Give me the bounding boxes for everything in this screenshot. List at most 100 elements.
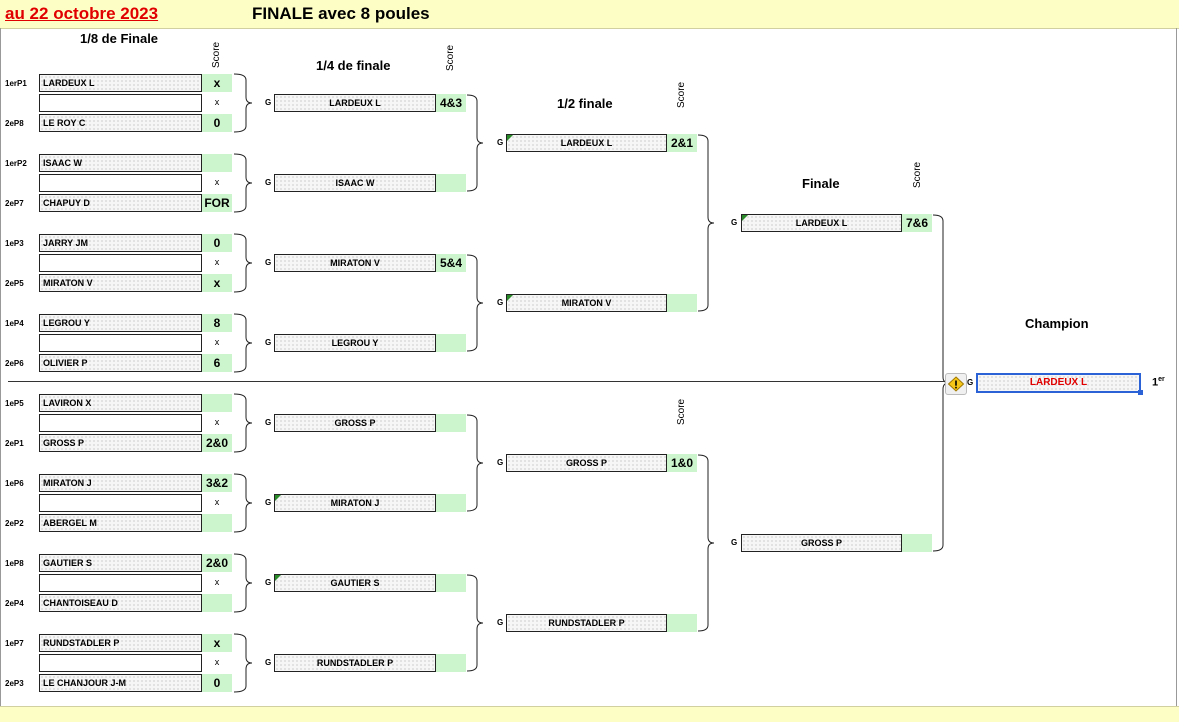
score-cell[interactable] <box>902 534 932 552</box>
score-cell[interactable]: 2&0 <box>202 554 232 572</box>
player-name-cell[interactable]: MIRATON J <box>39 474 202 492</box>
g-label: G <box>497 618 504 627</box>
score-cell[interactable] <box>436 334 466 352</box>
bracket-connector <box>233 153 253 213</box>
seed-label: 1eP5 <box>5 399 24 408</box>
warning-button[interactable] <box>945 373 967 395</box>
player-name-cell[interactable]: JARRY JM <box>39 234 202 252</box>
score-cell[interactable]: 1&0 <box>667 454 697 472</box>
score-cell[interactable]: 6 <box>202 354 232 372</box>
score-cell[interactable]: x <box>202 274 232 292</box>
bracket-connector <box>466 414 484 512</box>
empty-row-cell <box>39 174 202 192</box>
player-name-cell[interactable]: GROSS P <box>741 534 902 552</box>
section-divider <box>8 381 958 382</box>
seed-label: 2eP8 <box>5 119 24 128</box>
player-name-cell[interactable]: CHANTOISEAU D <box>39 594 202 612</box>
seed-label: 2eP2 <box>5 519 24 528</box>
round-title-r16: 1/8 de Finale <box>80 31 159 46</box>
round-title-qf: 1/4 de finale <box>316 58 391 73</box>
score-cell[interactable]: 0 <box>202 114 232 132</box>
seed-label: 1eP3 <box>5 239 24 248</box>
player-name-cell[interactable]: MIRATON V <box>39 274 202 292</box>
player-name-cell[interactable]: ISAAC W <box>39 154 202 172</box>
vs-label: x <box>214 577 220 587</box>
player-name-cell[interactable]: ISAAC W <box>274 174 436 192</box>
seed-label: 1eP4 <box>5 319 24 328</box>
g-label: G <box>265 258 272 267</box>
score-cell[interactable] <box>436 494 466 512</box>
score-cell[interactable]: 2&0 <box>202 434 232 452</box>
score-cell[interactable]: 5&4 <box>436 254 466 272</box>
score-cell[interactable] <box>667 294 697 312</box>
player-name-cell[interactable]: CHAPUY D <box>39 194 202 212</box>
footer-bar <box>0 706 1179 722</box>
score-cell[interactable]: 0 <box>202 234 232 252</box>
player-name-cell[interactable]: LEGROU Y <box>274 334 436 352</box>
player-name-cell[interactable]: GAUTIER S <box>39 554 202 572</box>
player-name-cell[interactable]: LE ROY C <box>39 114 202 132</box>
score-cell[interactable]: x <box>202 634 232 652</box>
header-bar <box>0 0 1179 29</box>
score-cell[interactable] <box>436 414 466 432</box>
empty-row-cell <box>39 654 202 672</box>
score-cell[interactable] <box>202 594 232 612</box>
score-cell[interactable]: 7&6 <box>902 214 932 232</box>
player-name-cell[interactable]: LE CHANJOUR J-M <box>39 674 202 692</box>
player-name-cell[interactable]: LARDEUX L <box>506 134 667 152</box>
score-cell[interactable] <box>202 514 232 532</box>
bracket-connector <box>233 393 253 453</box>
player-name-cell[interactable]: ABERGEL M <box>39 514 202 532</box>
player-name-cell[interactable]: GROSS P <box>274 414 436 432</box>
bracket-connector <box>697 134 715 312</box>
player-name-cell[interactable]: GAUTIER S <box>274 574 436 592</box>
seed-label: 1eP6 <box>5 479 24 488</box>
player-name-cell[interactable]: MIRATON V <box>506 294 667 312</box>
score-cell[interactable]: 0 <box>202 674 232 692</box>
score-cell[interactable] <box>667 614 697 632</box>
player-name-cell[interactable]: LARDEUX L <box>741 214 902 232</box>
player-name-cell[interactable]: RUNDSTADLER P <box>506 614 667 632</box>
selection-handle[interactable] <box>1138 390 1143 395</box>
player-name-cell[interactable]: MIRATON J <box>274 494 436 512</box>
player-name-cell[interactable]: RUNDSTADLER P <box>274 654 436 672</box>
bracket-connector <box>233 473 253 533</box>
score-cell[interactable] <box>436 174 466 192</box>
player-name-cell[interactable]: GROSS P <box>39 434 202 452</box>
bracket-connector <box>233 313 253 373</box>
bracket-connector <box>466 254 484 352</box>
empty-row-cell <box>39 94 202 112</box>
seed-label: 1eP8 <box>5 559 24 568</box>
player-name-cell[interactable]: MIRATON V <box>274 254 436 272</box>
player-name-cell[interactable]: LARDEUX L <box>39 74 202 92</box>
sheet-frame <box>0 28 1177 706</box>
vs-label: x <box>214 177 220 187</box>
score-cell[interactable]: 3&2 <box>202 474 232 492</box>
player-name-cell[interactable]: GROSS P <box>506 454 667 472</box>
player-name-cell[interactable]: LAVIRON X <box>39 394 202 412</box>
score-cell[interactable] <box>436 654 466 672</box>
round-title-sf: 1/2 finale <box>557 96 613 111</box>
empty-row-cell <box>39 334 202 352</box>
score-cell[interactable] <box>202 394 232 412</box>
player-name-cell[interactable]: OLIVIER P <box>39 354 202 372</box>
score-cell[interactable] <box>202 154 232 172</box>
player-name-cell[interactable]: LARDEUX L <box>274 94 436 112</box>
champion-cell[interactable]: LARDEUX L <box>976 373 1141 393</box>
comment-marker <box>507 295 513 301</box>
score-cell[interactable]: 4&3 <box>436 94 466 112</box>
bracket-connector <box>233 73 253 133</box>
comment-marker <box>275 575 281 581</box>
score-cell[interactable] <box>436 574 466 592</box>
bracket-connector <box>697 454 715 632</box>
score-cell[interactable]: FOR <box>202 194 232 212</box>
score-cell[interactable]: 2&1 <box>667 134 697 152</box>
g-label: G <box>265 178 272 187</box>
player-name-cell[interactable]: RUNDSTADLER P <box>39 634 202 652</box>
score-cell[interactable]: 8 <box>202 314 232 332</box>
score-cell[interactable]: x <box>202 74 232 92</box>
vs-label: x <box>214 417 220 427</box>
page-title: FINALE avec 8 poules <box>252 4 430 23</box>
player-name-cell[interactable]: LEGROU Y <box>39 314 202 332</box>
bracket-connector <box>233 633 253 693</box>
